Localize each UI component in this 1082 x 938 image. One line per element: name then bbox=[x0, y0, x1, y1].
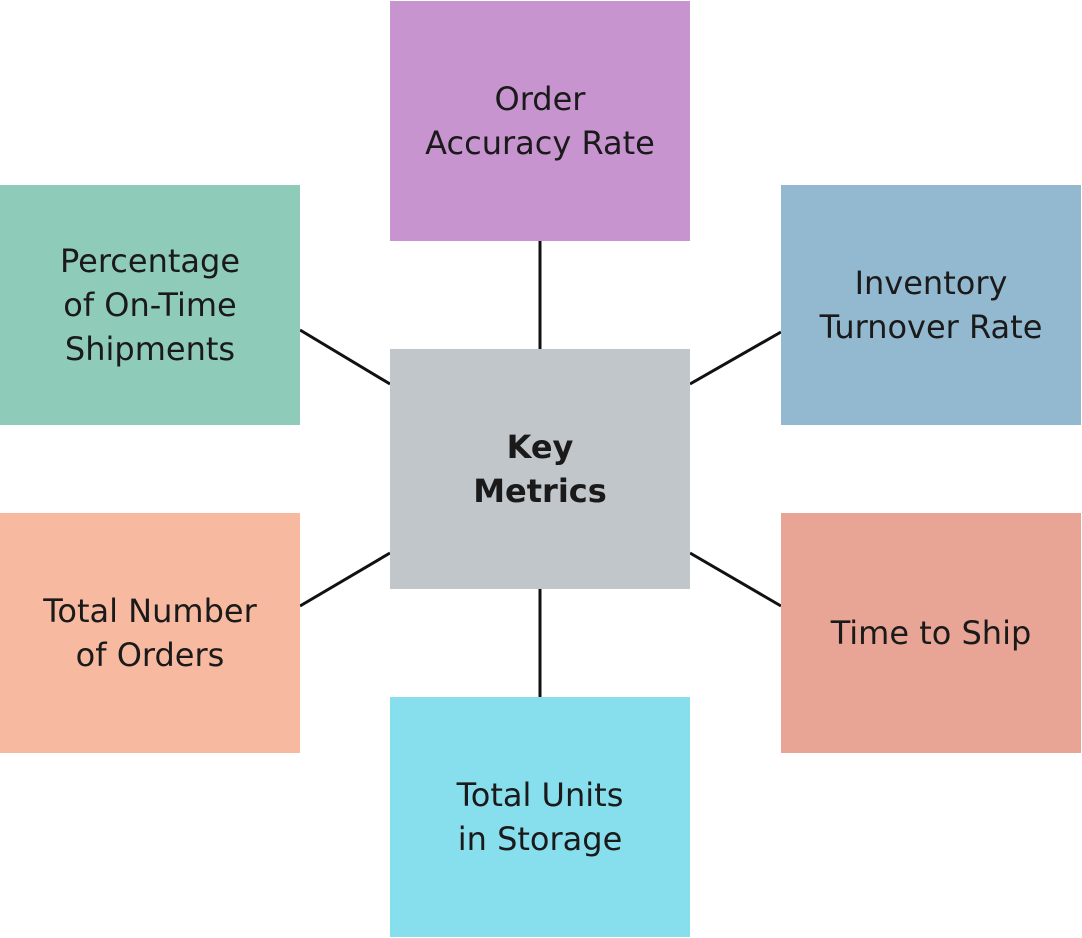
key-metrics-hub: Key Metrics bbox=[390, 349, 690, 589]
inventory-turnover-rate-box: Inventory Turnover Rate bbox=[781, 185, 1081, 425]
total-number-of-orders-box: Total Number of Orders bbox=[0, 513, 300, 753]
percentage-on-time-shipments-label: Percentage of On-Time Shipments bbox=[59, 242, 240, 368]
total-units-in-storage-label: Total Units in Storage bbox=[456, 776, 624, 858]
time-to-ship-label: Time to Ship bbox=[830, 614, 1032, 652]
percentage-on-time-shipments-box: Percentage of On-Time Shipments bbox=[0, 185, 300, 425]
connector-top-right bbox=[689, 330, 782, 386]
inventory-turnover-rate-label: Inventory Turnover Rate bbox=[819, 264, 1043, 346]
time-to-ship-box: Time to Ship bbox=[781, 513, 1081, 753]
connector-bottom-right bbox=[689, 551, 782, 608]
order-accuracy-rate-box: Order Accuracy Rate bbox=[390, 1, 690, 241]
connector-bottom-left bbox=[299, 551, 391, 608]
connector-top-left bbox=[299, 328, 391, 386]
total-number-of-orders-label: Total Number of Orders bbox=[43, 592, 257, 674]
order-accuracy-rate-label: Order Accuracy Rate bbox=[425, 80, 655, 162]
total-units-in-storage-box: Total Units in Storage bbox=[390, 697, 690, 937]
key-metrics-label: Key Metrics bbox=[473, 428, 607, 510]
